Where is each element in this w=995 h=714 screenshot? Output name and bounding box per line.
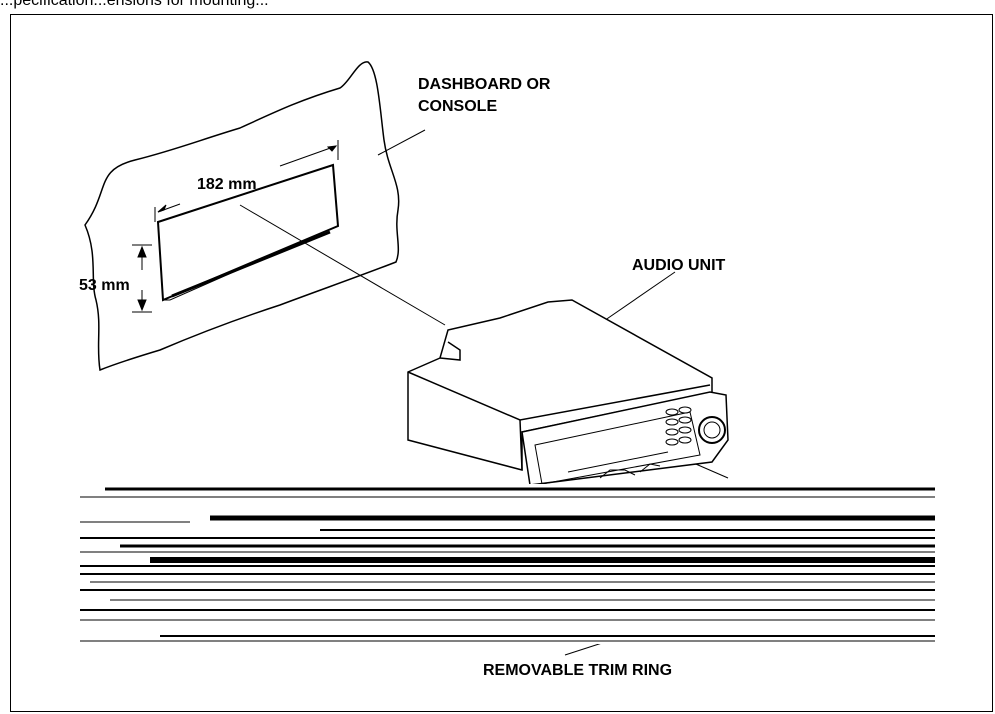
width-dimension-label: 182 mm (197, 176, 257, 193)
trim-ring-label: REMOVABLE TRIM RING (483, 662, 672, 679)
height-dimension-label: 53 mm (79, 277, 130, 294)
trim-ring-scan-band (70, 484, 940, 644)
faceplate-buttons (665, 406, 692, 446)
audio-unit-label: AUDIO UNIT (632, 257, 726, 274)
width-dimension (154, 140, 339, 222)
diagram-frame (10, 14, 993, 712)
audio-unit-body (407, 299, 713, 471)
audio-unit-faceplate (521, 391, 729, 486)
dashboard-label-line2: CONSOLE (418, 98, 497, 115)
height-dimension (132, 244, 152, 313)
cropped-top-caption: ...pecification...ensions for mounting..… (0, 0, 269, 9)
dashboard-label-line1: DASHBOARD OR (418, 76, 551, 93)
dashboard-panel (84, 61, 400, 372)
